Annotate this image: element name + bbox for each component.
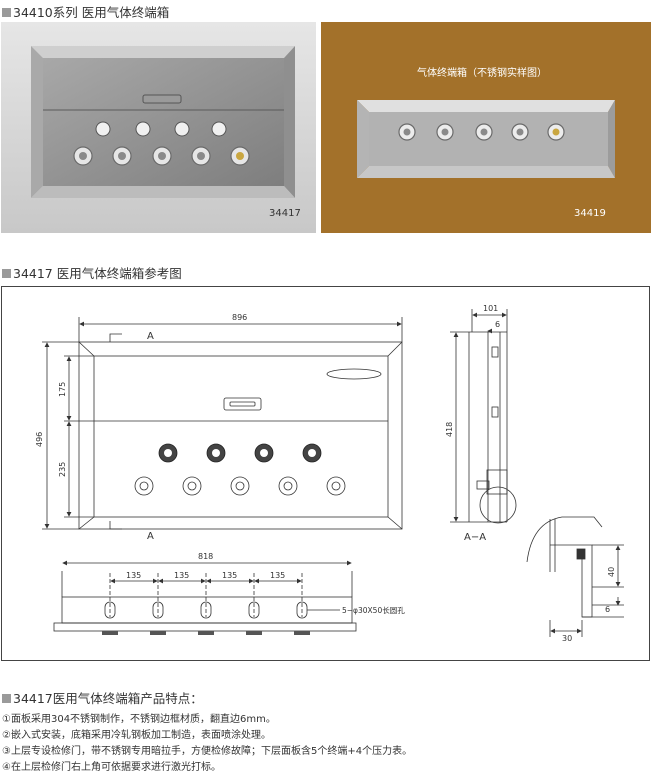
dim-135-b: 135 <box>174 571 189 580</box>
dim-175: 175 <box>58 382 67 397</box>
dim-235: 235 <box>58 462 67 477</box>
bottom-view <box>53 560 357 635</box>
photo-code-34417: 34417 <box>269 208 301 219</box>
photo-code-34419: 34419 <box>574 208 606 219</box>
photo-34417: 34417 <box>1 22 316 233</box>
feature-3: ③上层专设检修门，带不锈钢专用暗拉手，方便检修故障；下层面板含5个终端+4个压力… <box>2 746 413 757</box>
feature-2: ②嵌入式安装，底箱采用冷轧钢板加工制造，表面喷涂处理。 <box>2 730 271 741</box>
section-heading-drawing: 34417 医用气体终端箱参考图 <box>2 263 182 282</box>
dim-135-a: 135 <box>126 571 141 580</box>
dim-6-detail: 6 <box>605 605 610 614</box>
dim-40: 40 <box>607 567 616 577</box>
technical-drawing: 896 496 175 235 101 6 418 818 135 135 13… <box>1 286 650 661</box>
bullet-square-icon <box>2 269 11 278</box>
bullet-square-icon <box>2 8 11 17</box>
bullet-square-icon <box>2 694 11 703</box>
section-heading-series: 34410系列 医用气体终端箱 <box>2 2 169 21</box>
features-title: 34417医用气体终端箱产品特点： <box>13 691 203 706</box>
dim-101: 101 <box>483 304 498 313</box>
section-mark-bottom: A <box>147 531 154 542</box>
dim-496: 496 <box>35 432 44 447</box>
dim-6-side: 6 <box>495 320 500 329</box>
front-view <box>42 317 403 530</box>
drawing-title: 34417 医用气体终端箱参考图 <box>13 266 182 281</box>
dim-135-d: 135 <box>270 571 285 580</box>
detail-view <box>526 516 624 637</box>
section-heading-features: 34417医用气体终端箱产品特点： <box>2 688 203 707</box>
photo-caption: 气体终端箱（不锈钢实样图） <box>417 68 547 79</box>
dim-135-c: 135 <box>222 571 237 580</box>
dim-818: 818 <box>198 552 213 561</box>
section-label-aa: A−A <box>464 532 486 543</box>
dim-896: 896 <box>232 313 247 322</box>
photo-34419: 气体终端箱（不锈钢实样图） 34419 <box>321 22 651 233</box>
feature-4: ④在上层检修门右上角可依据要求进行激光打标。 <box>2 762 221 773</box>
series-title: 34410系列 医用气体终端箱 <box>13 5 170 20</box>
feature-1: ①面板采用304不锈钢制作，不锈钢边框材质，翻直边6mm。 <box>2 714 276 725</box>
side-view <box>450 309 517 524</box>
slot-note: 5−φ30X50长圆孔 <box>342 605 405 615</box>
dim-418: 418 <box>445 422 454 437</box>
section-mark-top: A <box>147 331 154 342</box>
dim-30: 30 <box>562 634 572 643</box>
